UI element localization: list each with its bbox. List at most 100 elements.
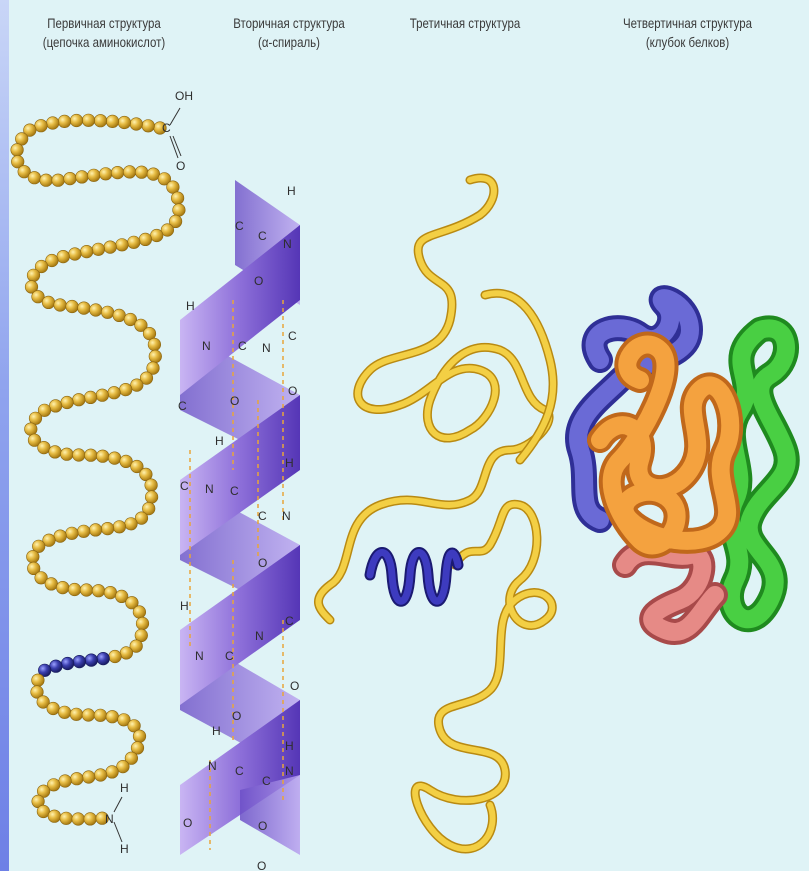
amino-acid-bead-blue <box>61 657 74 670</box>
amino-acid-bead <box>57 250 70 263</box>
amino-acid-bead <box>68 583 81 596</box>
helix-o-2: O <box>288 384 297 398</box>
helix-n-7: N <box>255 629 264 643</box>
amino-acid-bead <box>28 171 41 184</box>
amino-acid-bead <box>92 584 105 597</box>
helix-o-6: O <box>232 709 241 723</box>
helix-o-3: O <box>230 394 239 408</box>
amino-acid-bead <box>78 302 91 315</box>
helix-n-6: N <box>195 649 204 663</box>
amino-acid-bead <box>76 171 89 184</box>
amino-acid-bead <box>133 730 146 743</box>
helix-c-7: C <box>230 484 239 498</box>
amino-acid-bead <box>49 400 62 413</box>
amino-acid-bead <box>71 772 84 785</box>
amino-acid-bead <box>123 166 136 179</box>
amino-acid-bead <box>94 114 107 127</box>
amino-acid-bead <box>42 296 55 309</box>
chem-oh-label: OH <box>175 89 193 103</box>
amino-acid-bead <box>27 550 40 563</box>
amino-acid-bead <box>106 766 119 779</box>
amino-acid-bead <box>130 118 143 131</box>
amino-acid-bead <box>133 606 146 619</box>
tertiary-ribbon <box>318 178 553 849</box>
helix-c-3: C <box>238 339 247 353</box>
helix-c-8: C <box>258 509 267 523</box>
amino-acid-bead <box>108 452 121 465</box>
amino-acid-bead <box>99 168 112 181</box>
helix-n-3: N <box>262 341 271 355</box>
helix-h-3: H <box>215 434 224 448</box>
amino-acid-bead <box>109 650 122 663</box>
amino-acid-bead <box>58 115 71 128</box>
amino-acid-bead <box>58 706 71 719</box>
amino-acid-bead <box>94 709 107 722</box>
amino-acid-bead <box>54 299 67 312</box>
amino-acid-bead <box>145 479 158 492</box>
amino-acid-bead <box>125 518 138 531</box>
amino-acid-bead <box>104 586 117 599</box>
amino-acid-bead <box>106 710 119 723</box>
subunit-green <box>731 328 787 619</box>
amino-acid-bead-blue <box>50 660 63 673</box>
quaternary-protein-blob <box>578 298 787 632</box>
helix-c-5: C <box>178 399 187 413</box>
helix-c-4: C <box>288 329 297 343</box>
amino-acid-bead <box>119 383 132 396</box>
helix-c-11: C <box>235 764 244 778</box>
helix-c-6: C <box>180 479 189 493</box>
amino-acid-bead <box>40 174 53 187</box>
amino-acid-beads <box>11 114 185 825</box>
amino-acid-bead <box>148 338 161 351</box>
amino-acid-bead <box>145 491 158 504</box>
amino-acid-bead <box>80 245 93 258</box>
amino-acid-bead <box>92 243 105 256</box>
amino-acid-bead <box>82 709 95 722</box>
amino-acid-bead <box>66 300 79 313</box>
amino-acid-bead <box>139 233 152 246</box>
amino-acid-bead <box>49 446 62 459</box>
amino-acid-bead <box>27 269 40 282</box>
amino-acid-bead <box>88 169 101 182</box>
amino-acid-bead <box>136 617 149 630</box>
amino-acid-bead <box>113 521 126 534</box>
amino-acid-bead <box>84 813 97 826</box>
chem-h-label-2: H <box>120 842 129 856</box>
helix-c-1: C <box>235 219 244 233</box>
helix-c-9: C <box>225 649 234 663</box>
amino-acid-bead <box>32 674 45 687</box>
amino-acid-bead <box>64 172 77 185</box>
amino-acid-bead <box>101 306 114 319</box>
amino-acid-bead <box>118 116 131 129</box>
chem-c-label: C <box>162 121 171 135</box>
amino-acid-bead <box>120 647 133 660</box>
amino-acid-bead-blue <box>73 655 86 668</box>
amino-acid-bead <box>135 166 148 179</box>
amino-acid-bead <box>48 810 61 823</box>
amino-acid-bead <box>108 386 121 399</box>
helix-h-1: H <box>287 184 296 198</box>
subunit-orange <box>600 344 730 545</box>
amino-acid-bead <box>61 396 74 409</box>
helix-n-2: N <box>202 339 211 353</box>
helix-c-10: C <box>285 614 294 628</box>
amino-acid-bead <box>96 450 109 463</box>
amino-acid-bead <box>66 527 79 540</box>
helix-c-12: C <box>262 774 271 788</box>
amino-acid-bead <box>150 229 163 242</box>
helix-o-7: O <box>258 819 267 833</box>
amino-acid-bead <box>38 441 51 454</box>
amino-acid-bead <box>73 393 86 406</box>
amino-acid-bead <box>90 304 103 317</box>
amino-acid-bead <box>25 423 38 436</box>
helix-n-1: N <box>283 237 292 251</box>
helix-n-5: N <box>282 509 291 523</box>
chem-n-label: N <box>105 812 114 826</box>
amino-acid-bead <box>59 775 72 788</box>
helix-o-9: O <box>257 859 266 871</box>
amino-acid-bead <box>47 702 60 715</box>
amino-acid-bead <box>171 192 184 205</box>
chem-h-label: H <box>120 781 129 795</box>
amino-acid-bead <box>69 248 82 261</box>
amino-acid-bead <box>89 524 102 537</box>
